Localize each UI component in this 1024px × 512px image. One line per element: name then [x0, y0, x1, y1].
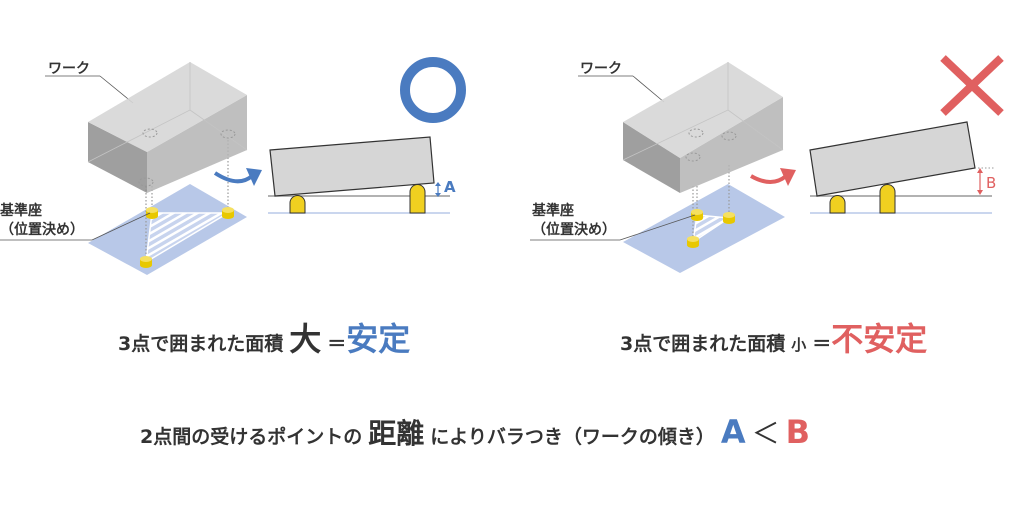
caption-size: 大: [289, 320, 322, 358]
conclusion: 2点間の受けるポイントの 距離 によりバラつき（ワークの傾き） A ＜ B: [140, 412, 816, 452]
conclusion-lt: ＜: [751, 417, 780, 450]
right-isometric: [530, 62, 785, 273]
gap-b-label: B: [986, 174, 997, 192]
caption-text: 3点で囲まれた面積: [620, 333, 786, 355]
left-side-view: [268, 57, 466, 214]
tilted-work: [809, 121, 976, 197]
pins: [687, 209, 735, 248]
base-sub-label: （位置決め）: [532, 222, 616, 238]
conclusion-pre: 2点間の受けるポイントの: [140, 426, 363, 448]
caption-eq: ＝: [812, 333, 832, 355]
caption-right: 3点で囲まれた面積 小 ＝ 不安定: [620, 314, 927, 360]
conclusion-b: B: [785, 413, 811, 451]
conclusion-key: 距離: [368, 417, 425, 450]
work-label: ワーク: [580, 61, 622, 77]
base-label: 基準座: [0, 203, 42, 219]
circle-ok-icon: [400, 57, 466, 123]
caption-left: 3点で囲まれた面積 大 ＝ 安定: [118, 314, 410, 360]
work-left-face: [88, 122, 147, 193]
caption-result: 安定: [346, 320, 411, 358]
arrow-icon: [213, 171, 254, 184]
conclusion-post: によりバラつき（ワークの傾き）: [430, 426, 715, 448]
conclusion-a: A: [720, 413, 746, 451]
caption-text: 3点で囲まれた面積: [118, 333, 284, 355]
contact-triangle: [692, 214, 732, 244]
base-sub-label: （位置決め）: [0, 222, 84, 238]
contact-triangle: [145, 212, 231, 264]
base-label: 基準座: [532, 203, 574, 219]
arrow-icon: [750, 174, 788, 184]
caption-eq: ＝: [327, 333, 347, 355]
left-isometric: [0, 62, 248, 275]
caption-size: 小: [791, 336, 807, 354]
work-right-face: [147, 95, 247, 193]
tilted-work: [269, 136, 435, 197]
pins: [140, 207, 234, 268]
cross-ng-icon: [940, 55, 1004, 116]
work-top-face: [88, 62, 247, 152]
gap-a-label: A: [444, 178, 456, 196]
caption-result: 不安定: [831, 320, 928, 358]
right-side-view: [809, 55, 1004, 214]
work-label: ワーク: [48, 61, 90, 77]
